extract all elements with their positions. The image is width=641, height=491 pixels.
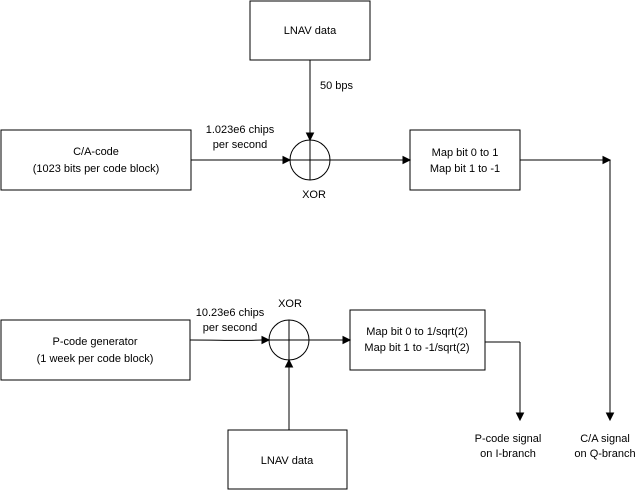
xor-bottom-label: XOR — [278, 298, 302, 310]
edge-lnav-bottom-to-xor-bottom — [284, 358, 294, 430]
map-p-line-1: Map bit 0 to 1/sqrt(2) — [366, 326, 468, 338]
edge-ca-to-xor-top — [191, 155, 292, 165]
svg-text:P-code generator: P-code generator — [53, 336, 138, 348]
svg-text:on Q-branch: on Q-branch — [574, 448, 635, 460]
svg-text:Map bit 0 to 1/sqrt(2): Map bit 0 to 1/sqrt(2) — [366, 326, 468, 338]
svg-text:per second: per second — [213, 139, 267, 151]
pcode-generator-subtitle: (1 week per code block) — [37, 353, 154, 365]
svg-text:(1 week per code block): (1 week per code block) — [37, 353, 154, 365]
svg-text:1.023e6 chips: 1.023e6 chips — [206, 124, 275, 136]
lnav-rate-label: 50 bps — [320, 80, 354, 92]
edge-xor-bottom-to-map-p — [309, 335, 352, 345]
lnav-data-bottom-label: LNAV data — [261, 455, 314, 467]
svg-text:10.23e6 chips: 10.23e6 chips — [196, 307, 265, 319]
map-ca-line-1: Map bit 0 to 1 — [432, 147, 499, 159]
svg-text:LNAV data: LNAV data — [261, 455, 314, 467]
p-signal-label-1: P-code signal — [475, 433, 542, 445]
svg-text:on I-branch: on I-branch — [480, 448, 536, 460]
edge-lnav-to-xor-top — [305, 60, 315, 142]
svg-text:Map bit 1 to -1: Map bit 1 to -1 — [430, 163, 500, 175]
p-rate-label-2: per second — [203, 322, 257, 334]
lnav-data-box-top: LNAV data — [249, 0, 371, 61]
lnav-data-top-label: LNAV data — [284, 25, 337, 37]
ca-code-title: C/A-code — [73, 146, 119, 158]
pcode-generator-title: P-code generator — [53, 336, 138, 348]
svg-text:(1023 bits per code block): (1023 bits per code block) — [33, 163, 160, 175]
map-p-line-2: Map bit 1 to -1/sqrt(2) — [364, 342, 469, 354]
edge-pcode-to-xor-bottom — [189, 335, 271, 345]
svg-text:Map bit 0 to 1: Map bit 0 to 1 — [432, 147, 499, 159]
edge-map-p-to-i-branch — [485, 341, 525, 422]
ca-code-subtitle: (1023 bits per code block) — [33, 163, 160, 175]
edge-xor-top-to-map-ca — [330, 155, 412, 165]
svg-text:C/A-code: C/A-code — [73, 146, 119, 158]
map-p-box: Map bit 0 to 1/sqrt(2) Map bit 1 to -1/s… — [349, 309, 486, 371]
ca-code-box: C/A-code (1023 bits per code block) — [0, 129, 192, 191]
ca-signal-label-2: on Q-branch — [574, 448, 635, 460]
svg-text:per second: per second — [203, 322, 257, 334]
map-ca-box: Map bit 0 to 1 Map bit 1 to -1 — [409, 129, 521, 191]
xor-gate-bottom — [268, 319, 310, 361]
p-signal-label-2: on I-branch — [480, 448, 536, 460]
map-ca-line-2: Map bit 1 to -1 — [430, 163, 500, 175]
p-rate-label-1: 10.23e6 chips — [196, 307, 265, 319]
ca-signal-label-1: C/A signal — [580, 433, 630, 445]
edge-map-ca-to-q-branch — [520, 155, 615, 422]
ca-rate-label-2: per second — [213, 139, 267, 151]
svg-text:Map bit 1 to -1/sqrt(2): Map bit 1 to -1/sqrt(2) — [364, 342, 469, 354]
svg-text:C/A signal: C/A signal — [580, 433, 630, 445]
lnav-data-box-bottom: LNAV data — [227, 429, 348, 490]
pcode-generator-box: P-code generator (1 week per code block) — [0, 319, 191, 381]
ca-rate-label-1: 1.023e6 chips — [206, 124, 275, 136]
svg-text:LNAV data: LNAV data — [284, 25, 337, 37]
svg-text:P-code signal: P-code signal — [475, 433, 542, 445]
xor-gate-top — [289, 139, 331, 181]
xor-top-label: XOR — [302, 189, 326, 201]
